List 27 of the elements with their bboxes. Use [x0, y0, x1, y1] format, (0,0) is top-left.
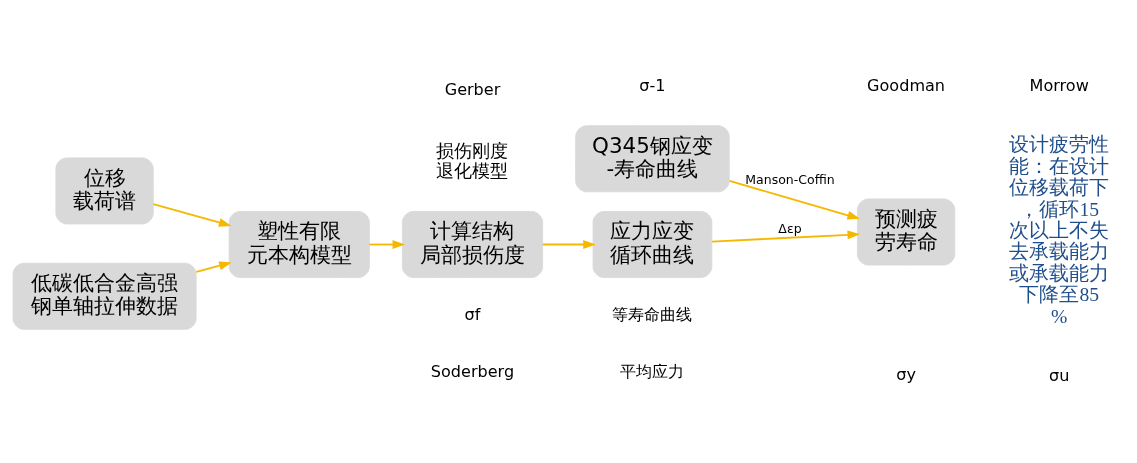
label: 损伤刚度退化模型 [436, 139, 509, 181]
arrow [368, 239, 406, 249]
label: 平均应力 [620, 361, 685, 381]
node-box: 预测疲劳寿命 [856, 198, 956, 265]
edge-label: Manson-Coffin [745, 171, 835, 187]
arrow [728, 179, 860, 220]
label: σu [1049, 365, 1070, 385]
label: σ-1 [639, 75, 666, 95]
label: σf [464, 304, 481, 324]
label: Gerber [444, 79, 501, 99]
label: Soderberg [430, 361, 515, 381]
arrow [152, 202, 232, 227]
arrow [195, 260, 232, 273]
label: 设计疲劳性能：在设计位移载荷下，循环15次以上不失去承载能力或承载能力下降至85% [1009, 132, 1110, 327]
node-box: 位移载荷谱 [55, 156, 154, 224]
node-box: 低碳低合金高强钢单轴拉伸数据 [12, 262, 197, 330]
label: σy [896, 364, 916, 384]
node-box: 计算结构局部损伤度 [401, 210, 544, 278]
node-box: Q345钢应变-寿命曲线 [575, 124, 730, 192]
label: 等寿命曲线 [612, 304, 693, 324]
label: Morrow [1029, 75, 1089, 95]
arrow [541, 239, 596, 249]
node-box: 塑性有限元本构模型 [228, 210, 370, 278]
label: Goodman [867, 75, 946, 95]
node-box: 应力应变循环曲线 [592, 210, 713, 278]
arrow [711, 230, 861, 242]
edge-label: Δεp [778, 220, 802, 236]
